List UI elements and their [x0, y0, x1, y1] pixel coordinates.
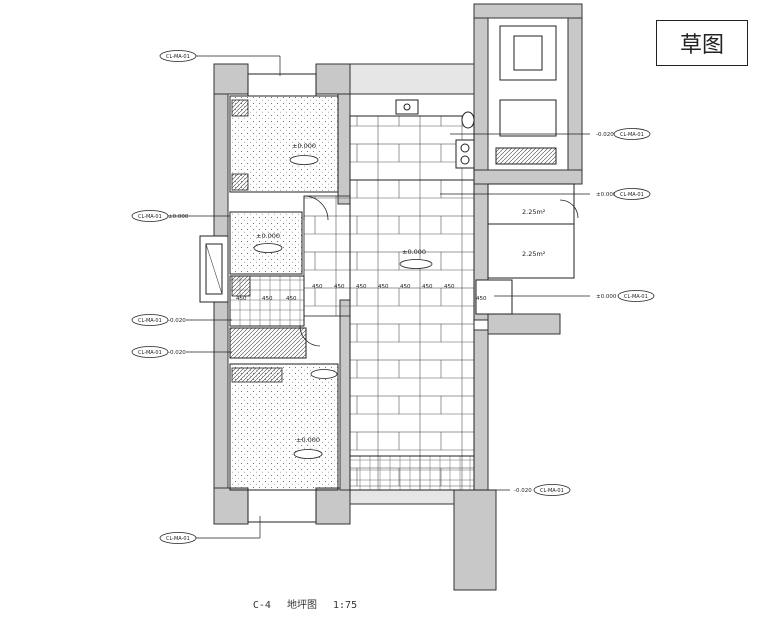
- walls: [213, 3, 583, 591]
- drawing-scale: 1:75: [333, 600, 358, 611]
- area-right-a: 2.25m²: [522, 208, 546, 216]
- svg-text:CL-MA-01: CL-MA-01: [138, 318, 162, 324]
- svg-text:CL-MA-01: CL-MA-01: [138, 350, 162, 356]
- svg-text:±0.000: ±0.000: [168, 214, 189, 220]
- svg-text:CL-MA-01: CL-MA-01: [138, 214, 162, 220]
- window-icon: [199, 235, 229, 303]
- svg-text:450: 450: [262, 296, 273, 302]
- room-living: [349, 179, 475, 491]
- balcony-bottom: [247, 489, 317, 523]
- svg-text:-0.020: -0.020: [514, 488, 532, 494]
- tag-left-b: CL-MA-01 -0.020: [131, 314, 186, 326]
- svg-text:CL-MA-01: CL-MA-01: [620, 192, 644, 198]
- tag-left-top: CL-MA-01: [159, 50, 197, 62]
- tag-right-b: ±0.000 CL-MA-01: [596, 188, 651, 200]
- svg-text:CL-MA-01: CL-MA-01: [166, 54, 190, 60]
- svg-text:-0.020: -0.020: [168, 350, 186, 356]
- area-right-b: 2.25m²: [522, 250, 546, 258]
- room-bath-2: [229, 327, 307, 359]
- draft-stamp: 草图: [656, 20, 748, 66]
- callouts: [160, 55, 590, 539]
- drawing-caption: C-4 地坪图 1:75: [0, 596, 620, 611]
- toilet-icon: [461, 111, 475, 129]
- tag-left-bottom: CL-MA-01: [159, 532, 197, 544]
- door-swing-icon: [299, 195, 579, 347]
- svg-text:450: 450: [378, 284, 389, 290]
- room-right-b: [487, 223, 575, 279]
- svg-text:CL-MA-01: CL-MA-01: [624, 294, 648, 300]
- room-kitchen: [349, 115, 475, 181]
- svg-text:450: 450: [312, 284, 323, 290]
- drawing-number: C-4: [252, 600, 271, 611]
- balcony-top: [247, 73, 317, 97]
- svg-text:CL-MA-01: CL-MA-01: [166, 536, 190, 542]
- svg-text:450: 450: [334, 284, 345, 290]
- wardrobes: [231, 99, 283, 383]
- svg-text:450: 450: [476, 296, 487, 302]
- elevator-icon: [495, 25, 557, 165]
- tag-left-a: CL-MA-01 ±0.000: [131, 210, 189, 222]
- level-living: ±0.000: [402, 248, 426, 256]
- tag-left-c: CL-MA-01 -0.020: [131, 346, 186, 358]
- drawing-title: 地坪图: [286, 600, 317, 611]
- tag-right-c: ±0.000 CL-MA-01: [596, 290, 655, 302]
- svg-text:450: 450: [400, 284, 411, 290]
- room-tags: [253, 155, 433, 459]
- tile-dim-row: 450 450 450 450 450 450 450 450 450 450 …: [236, 284, 487, 302]
- svg-text:CL-MA-01: CL-MA-01: [620, 132, 644, 138]
- svg-text:450: 450: [422, 284, 433, 290]
- svg-text:-0.020: -0.020: [168, 318, 186, 324]
- stove-icon: [455, 139, 475, 169]
- tag-right-a: -0.020 CL-MA-01: [596, 128, 651, 140]
- room-bottom-strip: [349, 455, 475, 491]
- room-right-c: [475, 279, 513, 315]
- svg-text:450: 450: [356, 284, 367, 290]
- corridor-tiles: [303, 195, 351, 317]
- sink-icon: [395, 99, 419, 115]
- svg-text:CL-MA-01: CL-MA-01: [540, 488, 564, 494]
- level-study: ±0.000: [256, 232, 280, 240]
- svg-text:-0.020: -0.020: [596, 132, 614, 138]
- tag-right-d: -0.020 CL-MA-01: [514, 484, 571, 496]
- room-master-bedroom: [229, 363, 339, 491]
- svg-text:±0.000: ±0.000: [596, 294, 617, 300]
- svg-text:450: 450: [444, 284, 455, 290]
- room-right-a: [487, 183, 575, 225]
- svg-text:±0.000: ±0.000: [596, 192, 617, 198]
- level-bedroom-1: ±0.000: [292, 142, 316, 150]
- svg-text:450: 450: [236, 296, 247, 302]
- room-study: [229, 211, 303, 275]
- svg-text:450: 450: [286, 296, 297, 302]
- level-master: ±0.000: [296, 436, 320, 444]
